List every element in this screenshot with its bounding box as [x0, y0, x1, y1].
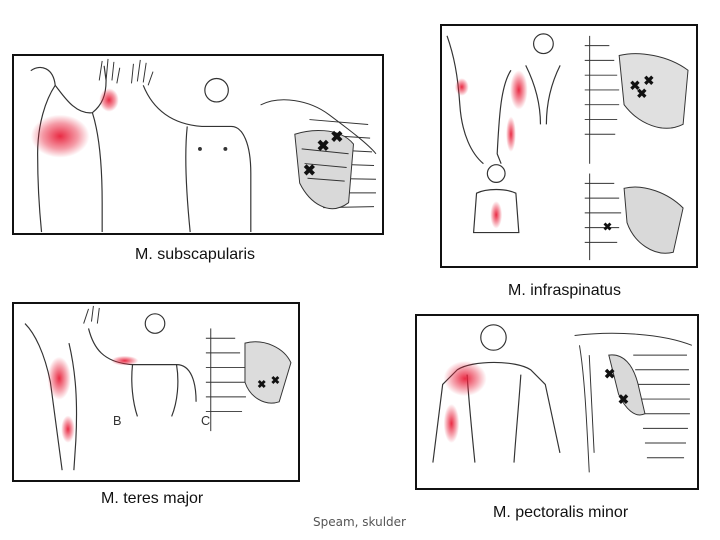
trigger-point-marker: ✖ [643, 73, 654, 88]
caption-infraspinatus: M. infraspinatus [508, 282, 621, 299]
infraspinatus-illustration: ✖ ✖ ✖ ✖ [446, 33, 689, 261]
caption-pectoralis-minor: M. pectoralis minor [493, 504, 629, 521]
pain-zone-shoulder [509, 70, 528, 110]
pain-zone-back [490, 201, 503, 229]
caption-subscapularis: M. subscapularis [135, 246, 256, 263]
subscapularis-illustration-panel: ✖ ✖ ✖ [12, 54, 384, 235]
trigger-point-marker: ✖ [603, 222, 612, 234]
pain-zone-arm [506, 116, 516, 152]
trigger-point-marker: ✖ [317, 138, 330, 155]
pectoralis-minor-illustration: ✖ ✖ [432, 324, 693, 473]
pain-zone-forearm [61, 415, 75, 443]
pectoralis-minor-illustration-panel: ✖ ✖ [415, 314, 699, 490]
infraspinatus-illustration-panel: ✖ ✖ ✖ ✖ [440, 24, 698, 268]
pain-zone-neck [454, 78, 469, 96]
teres-major-illustration-panel: ✖ ✖ B C [12, 302, 300, 482]
trigger-point-marker: ✖ [303, 162, 316, 179]
trigger-point-marker: ✖ [271, 375, 280, 387]
pain-zone-shoulder [443, 360, 487, 397]
footer-credit: Speam, skulder [313, 515, 406, 529]
trigger-point-marker: ✖ [604, 367, 615, 382]
trigger-point-marker: ✖ [257, 379, 266, 391]
teres-major-illustration: ✖ ✖ B C [24, 305, 292, 471]
pain-zone-shoulder [30, 114, 90, 158]
pain-zone-arm [111, 355, 139, 366]
pain-zone-shoulder [47, 356, 71, 400]
panel-label-b: B [113, 413, 121, 428]
pain-zone-arm [443, 403, 460, 444]
trigger-point-marker: ✖ [618, 392, 629, 407]
trigger-point-marker: ✖ [636, 86, 647, 101]
subscapularis-illustration: ✖ ✖ ✖ [30, 58, 377, 233]
trigger-point-marker: ✖ [630, 78, 641, 93]
pain-zone-wrist [99, 88, 119, 112]
panel-label-c: C [201, 413, 210, 428]
caption-teres-major: M. teres major [101, 490, 204, 507]
trigger-point-marker: ✖ [330, 129, 343, 146]
